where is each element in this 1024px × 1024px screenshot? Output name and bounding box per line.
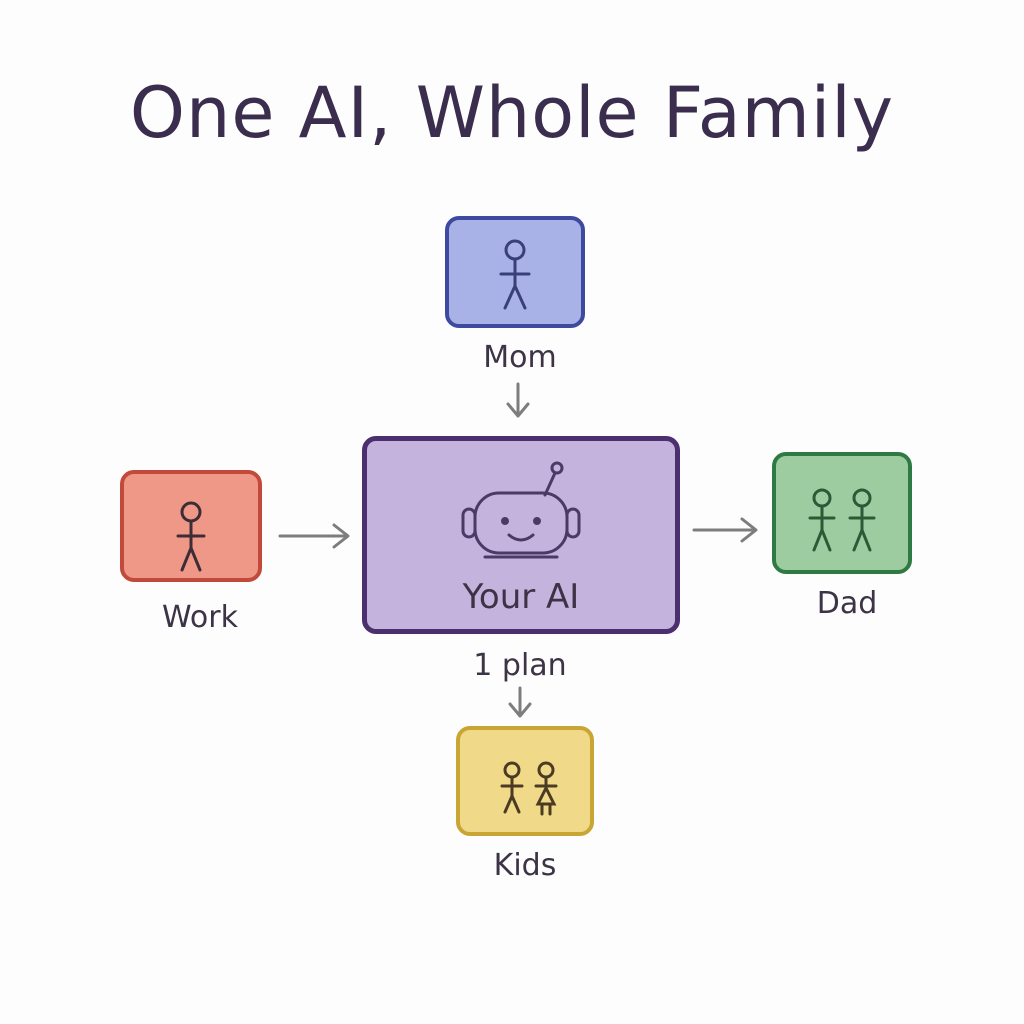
work-node [120,470,262,582]
work-label: Work [162,600,238,635]
person-icon [176,501,206,572]
arrow-work-to-ai [278,523,350,549]
robot-icon [461,461,581,559]
arrow-ai-to-kids [508,686,532,718]
children-icon [500,761,558,816]
dad-label: Dad [816,586,878,621]
plan-label: 1 plan [473,648,567,683]
arrow-mom-to-ai [506,382,530,418]
mom-label: Mom [483,340,557,375]
your-ai-node: Your AI [362,436,680,634]
kids-label: Kids [493,848,557,883]
arrow-ai-to-dad [692,517,758,543]
dad-node [772,452,912,574]
people-icon [808,488,876,552]
kids-node [456,726,594,836]
person-icon [499,239,531,310]
diagram-title: One AI, Whole Family [129,72,895,154]
mom-node [445,216,585,328]
your-ai-label: Your AI [462,577,580,617]
